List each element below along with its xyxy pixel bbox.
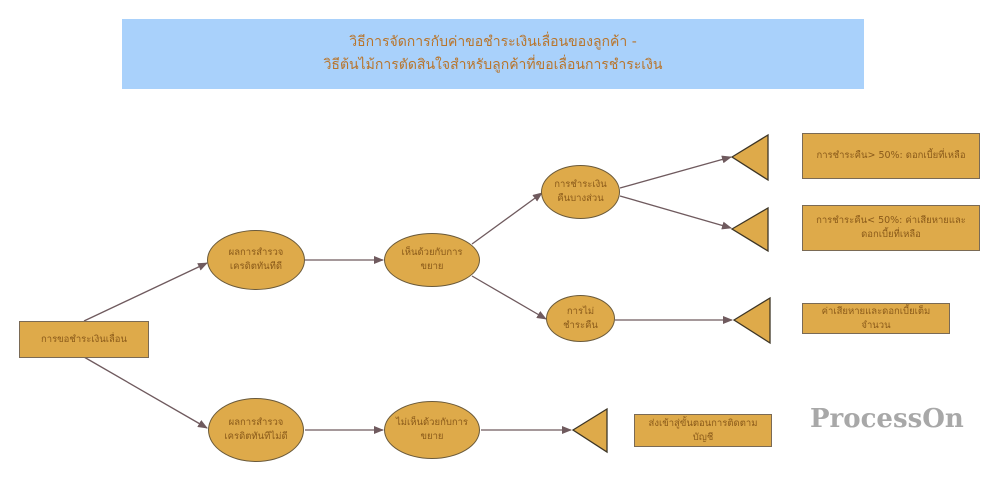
node-no-repay[interactable]: การไม่ชำระคืน (546, 295, 615, 342)
terminal-triangle-icon (732, 296, 771, 345)
node-good-credit[interactable]: ผลการสำรวจเครดิตทันทีดี (207, 230, 305, 290)
node-root[interactable]: การขอชำระเงินเลื่อน (19, 321, 149, 358)
edge-agree-norepay (471, 275, 547, 320)
terminal-triangle-icon (730, 206, 769, 253)
node-agree[interactable]: เห็นด้วยกับการขยาย (384, 233, 480, 287)
node-bad-credit[interactable]: ผลการสำรวจเครดิตทันทีไม่ดี (208, 398, 304, 462)
outcome-under-50[interactable]: การชำระคืน< 50%: ค่าเสียหายและดอกเบี้ยที… (802, 205, 980, 251)
edge-partial-under50 (619, 195, 732, 230)
outcome-full-damages[interactable]: ค่าเสียหายและดอกเบี้ยเต็มจำนวน (802, 303, 950, 334)
node-partial[interactable]: การชำระเงินคืนบางส่วน (541, 165, 620, 219)
title-banner: วิธีการจัดการกับค่าขอชำระเงินเลื่อนของลู… (122, 19, 864, 89)
edge-root-good (83, 262, 208, 322)
outcome-over-50[interactable]: การชำระคืน> 50%: ดอกเบี้ยที่เหลือ (802, 133, 980, 179)
title-line-1: วิธีการจัดการกับค่าขอชำระเงินเลื่อนของลู… (349, 34, 637, 50)
terminal-triangle-icon (571, 407, 608, 454)
terminal-triangle-icon (730, 133, 769, 182)
edge-partial-over50 (619, 155, 732, 189)
edge-root-bad (83, 356, 208, 429)
title-line-2: วิธีต้นไม้การตัดสินใจสำหรับลูกค้าที่ขอเล… (323, 57, 663, 73)
edge-agree-partial (471, 192, 543, 245)
node-disagree[interactable]: ไม่เห็นด้วยกับการขยาย (384, 401, 480, 459)
outcome-collection[interactable]: ส่งเข้าสู่ขั้นตอนการติดตามบัญชี (634, 414, 772, 447)
processon-watermark: ProcessOn (810, 404, 964, 434)
